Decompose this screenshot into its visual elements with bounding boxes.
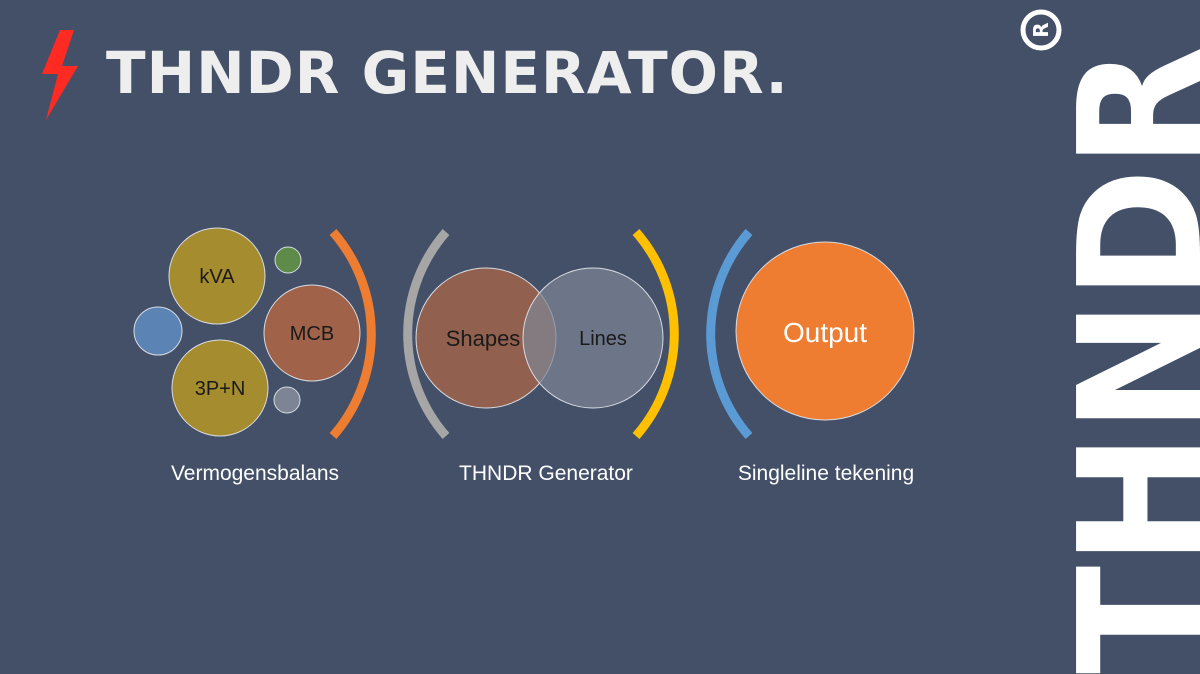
node-green-bubble xyxy=(274,246,302,274)
node-lines xyxy=(522,267,664,409)
registered-mark-icon xyxy=(1020,9,1062,51)
node-3pn xyxy=(171,339,269,437)
slide-title: THNDR GENERATOR. xyxy=(106,39,789,107)
node-mcb xyxy=(263,284,361,382)
brand-vertical-text: THNDR xyxy=(1043,46,1200,674)
group-thndr-generator: Shapes Lines xyxy=(415,267,664,409)
bracket-light-blue xyxy=(706,229,753,439)
group-vermogensbalans: kVA 3P+N MCB xyxy=(133,227,361,437)
node-kva xyxy=(168,227,266,325)
caption-thndr-generator: THNDR Generator xyxy=(459,462,633,485)
bracket-yellow xyxy=(632,229,679,439)
caption-singleline-tekening: Singleline tekening xyxy=(737,462,915,485)
registered-mark-letter: R xyxy=(1029,22,1053,37)
group-singleline: Output xyxy=(735,241,915,421)
node-label-kva: kVA xyxy=(199,266,235,288)
lightning-bolt-icon xyxy=(42,30,78,120)
bracket-orange xyxy=(329,229,376,439)
node-label-mcb: MCB xyxy=(290,323,334,345)
node-label-output: Output xyxy=(783,317,867,348)
bracket-grey xyxy=(403,229,450,439)
caption-vermogensbalans: Vermogensbalans xyxy=(170,462,340,485)
node-label-3pn: 3P+N xyxy=(195,378,246,400)
node-label-lines: Lines xyxy=(579,328,627,350)
node-output xyxy=(735,241,915,421)
node-label-shapes: Shapes xyxy=(446,326,521,351)
node-grey-bubble xyxy=(273,386,301,414)
brand-logo: THNDR R xyxy=(1020,9,1200,674)
node-blue-bubble xyxy=(133,306,183,356)
